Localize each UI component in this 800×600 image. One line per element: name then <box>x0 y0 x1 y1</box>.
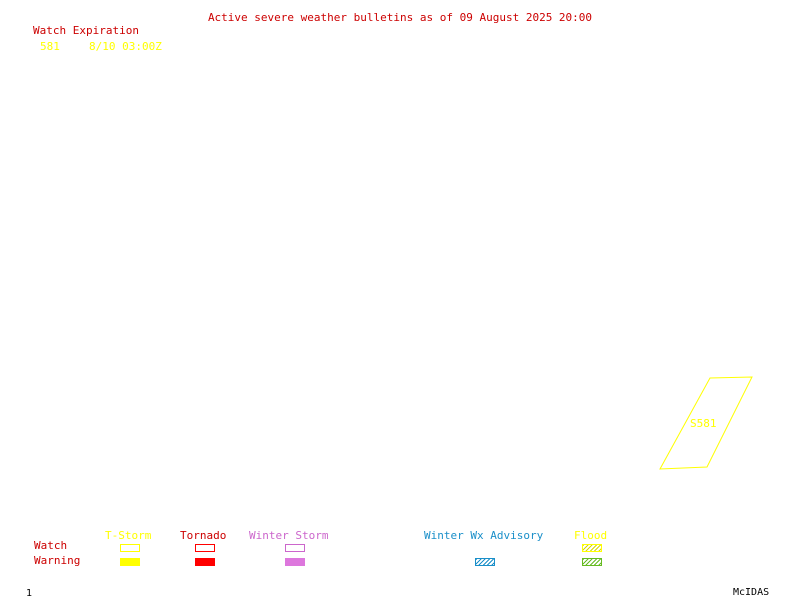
legend-swatch-tornado-warning <box>195 558 215 566</box>
watch-expiration-time: 8/10 03:00Z <box>89 40 162 53</box>
legend-swatch-winter-wx-advisory-warning <box>475 558 495 566</box>
legend-swatch-flood-watch <box>582 544 602 552</box>
mcidas-brand: McIDAS <box>733 587 770 598</box>
legend-swatch-flood-warning <box>582 558 602 566</box>
watch-polygon-581[interactable] <box>659 376 753 470</box>
legend-row-warning: Warning <box>34 554 81 567</box>
bulletin-title: Active severe weather bulletins as of 09… <box>207 11 593 24</box>
watch-expiration-heading: Watch Expiration <box>33 24 139 37</box>
legend-label-winter-storm: Winter Storm <box>249 529 329 542</box>
legend-label-tstorm: T-Storm <box>105 529 152 542</box>
legend-swatch-winter-storm-warning <box>285 558 305 566</box>
legend-swatch-tstorm-warning <box>120 558 140 566</box>
watch-number: 581 <box>40 40 60 53</box>
legend-swatch-winter-storm-watch <box>285 544 305 552</box>
legend-row-watch: Watch <box>34 539 68 552</box>
legend-swatch-tstorm-watch <box>120 544 140 552</box>
legend-label-tornado: Tornado <box>180 529 227 542</box>
legend-label-winter-wx-advisory: Winter Wx Advisory <box>424 529 544 542</box>
watch-polygon-label: S581 <box>690 417 717 430</box>
legend-label-flood: Flood <box>574 529 608 542</box>
legend-swatch-tornado-watch <box>195 544 215 552</box>
page-number: 1 <box>26 588 33 599</box>
